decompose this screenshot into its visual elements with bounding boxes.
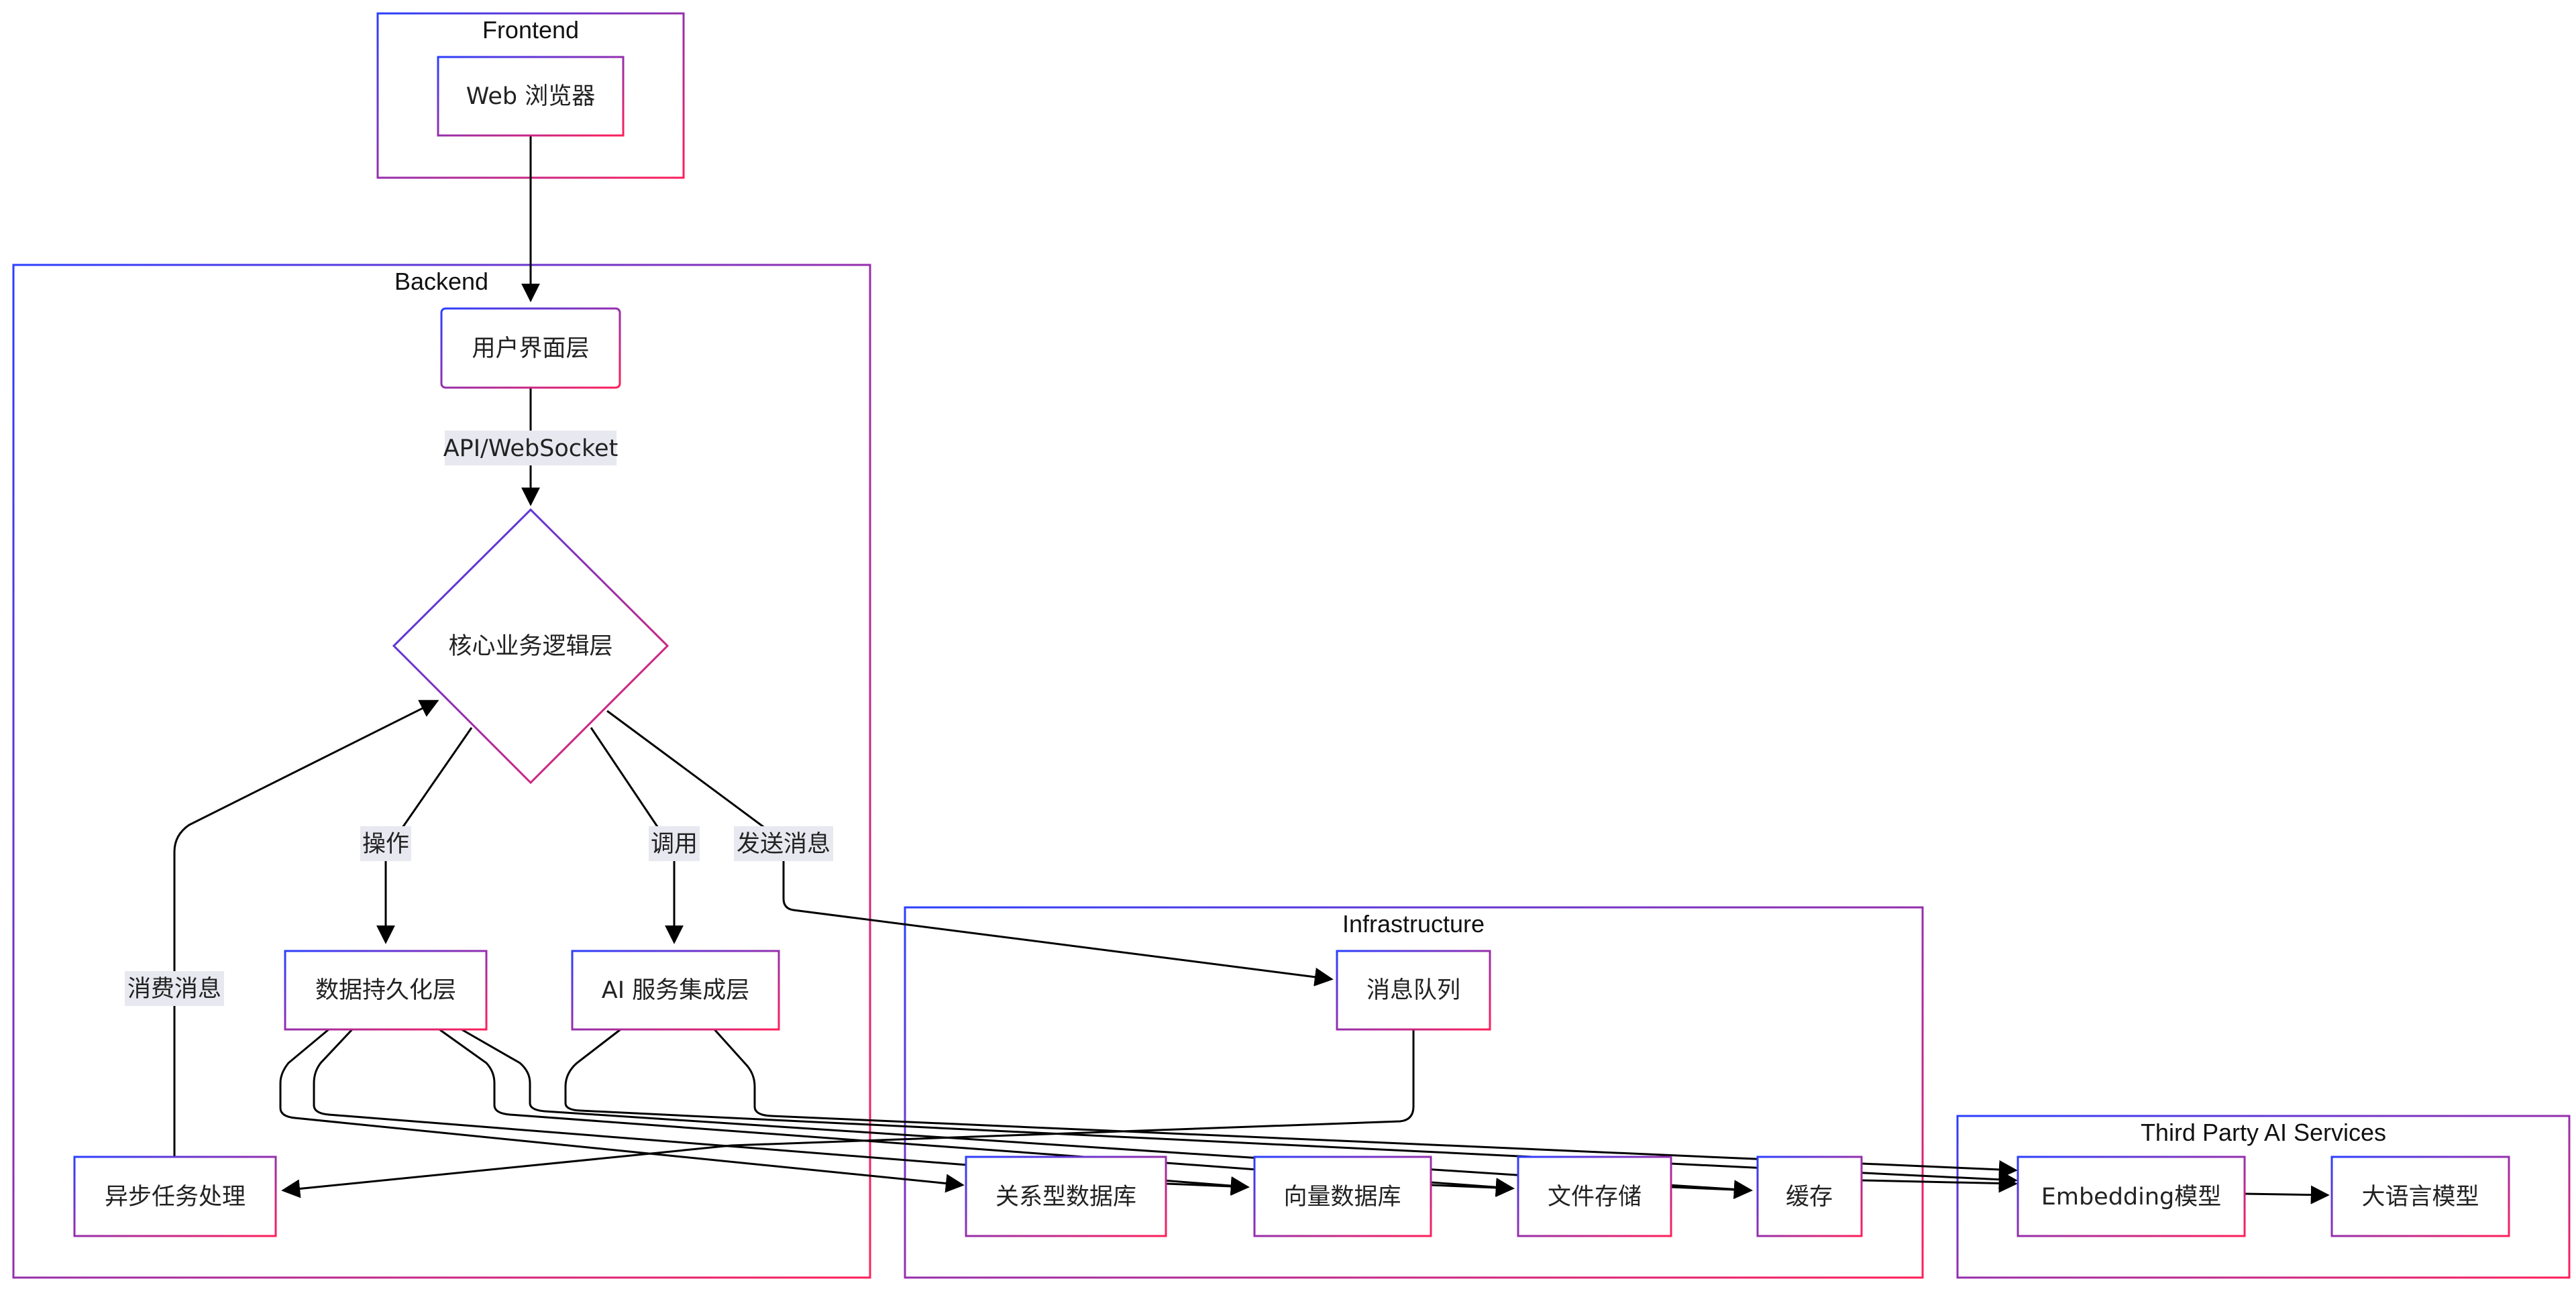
node-ai-integration-label: AI 服务集成层: [602, 977, 749, 1004]
node-core-logic-label: 核心业务逻辑层: [448, 633, 612, 660]
cluster-infrastructure-title: Infrastructure: [1342, 910, 1485, 938]
cluster-infrastructure: Infrastructure: [904, 906, 1924, 1279]
edge-core-to-mq: [606, 710, 1334, 987]
edge-ai-to-llm: [713, 1028, 2018, 1179]
node-relational-db: 关系型数据库: [965, 1156, 1167, 1237]
edge-data-to-cache: [461, 1028, 1753, 1199]
edge-rdb-to-vdb: [1165, 1176, 1250, 1196]
edge-label-operate-text: 操作: [362, 831, 409, 858]
edge-label-invoke: 调用: [649, 826, 700, 861]
node-vector-db: 向量数据库: [1253, 1156, 1432, 1237]
node-embedding-model-label: Embedding模型: [2041, 1184, 2222, 1211]
node-web-browser: Web 浏览器: [437, 56, 625, 137]
node-web-browser-label: Web 浏览器: [466, 83, 595, 110]
node-message-queue: 消息队列: [1336, 950, 1491, 1031]
node-file-storage: 文件存储: [1517, 1156, 1672, 1237]
node-async-task: 异步任务处理: [73, 1156, 277, 1237]
cluster-frontend-title: Frontend: [482, 16, 579, 44]
edge-label-invoke-text: 调用: [651, 831, 698, 858]
node-embedding-model: Embedding模型: [2017, 1156, 2246, 1237]
node-llm: 大语言模型: [2330, 1156, 2510, 1237]
node-data-persistence-label: 数据持久化层: [315, 977, 456, 1004]
node-cache: 缓存: [1756, 1156, 1863, 1237]
node-ui-layer-label: 用户界面层: [472, 335, 589, 362]
edge-async-to-core: [173, 699, 439, 1157]
node-cache-label: 缓存: [1786, 1184, 1833, 1211]
edge-label-send-message: 发送消息: [734, 826, 833, 861]
node-relational-db-label: 关系型数据库: [996, 1184, 1136, 1211]
edge-ai-to-embedding: [564, 1028, 2018, 1189]
edge-label-consume-message-text: 消费消息: [127, 976, 221, 1003]
edge-data-to-vdb: [313, 1028, 1250, 1195]
cluster-third-party-ai: Third Party AI Services: [1956, 1115, 2571, 1279]
node-message-queue-label: 消息队列: [1366, 977, 1460, 1004]
node-vector-db-label: 向量数据库: [1283, 1184, 1401, 1211]
edge-file-to-cache: [1670, 1180, 1753, 1199]
cluster-backend-title: Backend: [394, 268, 488, 295]
node-ai-integration: AI 服务集成层: [571, 950, 780, 1031]
edge-label-operate: 操作: [360, 826, 411, 861]
edge-data-to-file: [439, 1028, 1515, 1197]
node-data-persistence: 数据持久化层: [284, 950, 488, 1031]
edge-embedding-to-llm: [2243, 1185, 2330, 1204]
edge-label-send-message-text: 发送消息: [737, 831, 830, 858]
edge-cache-to-embedding: [1861, 1174, 2018, 1193]
node-ui-layer: 用户界面层: [440, 307, 621, 389]
edge-vdb-to-file: [1430, 1178, 1515, 1197]
edge-label-api-websocket: API/WebSocket: [443, 431, 619, 465]
edge-label-api-websocket-text: API/WebSocket: [443, 435, 619, 462]
node-llm-label: 大语言模型: [2361, 1184, 2479, 1211]
node-file-storage-label: 文件存储: [1548, 1184, 1642, 1211]
node-async-task-label: 异步任务处理: [105, 1184, 246, 1211]
node-core-logic: 核心业务逻辑层: [392, 508, 669, 785]
edge-data-to-rdb: [279, 1028, 965, 1193]
cluster-third-party-ai-title: Third Party AI Services: [2141, 1119, 2386, 1146]
edges: [173, 135, 2330, 1204]
cluster-backend: Backend: [12, 264, 871, 1279]
edge-mq-to-async: [281, 1029, 1415, 1198]
edge-label-consume-message: 消费消息: [125, 971, 224, 1006]
